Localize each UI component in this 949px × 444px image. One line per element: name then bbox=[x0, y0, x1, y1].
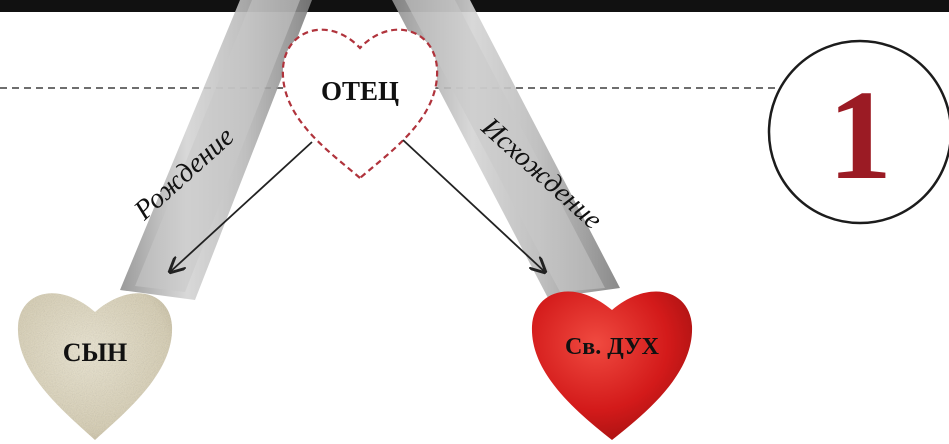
number-badge-text: 1 bbox=[828, 64, 892, 206]
spirit-label: Св. ДУХ bbox=[565, 334, 660, 360]
right-arrow bbox=[402, 139, 545, 272]
left-arrow bbox=[170, 141, 313, 272]
father-label: ОТЕЦ bbox=[321, 76, 399, 106]
right-beam bbox=[392, 0, 620, 298]
son-label: СЫН bbox=[63, 338, 128, 367]
father-heart: ОТЕЦ bbox=[281, 28, 439, 180]
left-beam bbox=[120, 0, 312, 300]
son-heart: СЫН bbox=[17, 293, 173, 440]
number-badge: 1 bbox=[767, 39, 949, 225]
spirit-heart: Св. ДУХ bbox=[531, 291, 693, 440]
